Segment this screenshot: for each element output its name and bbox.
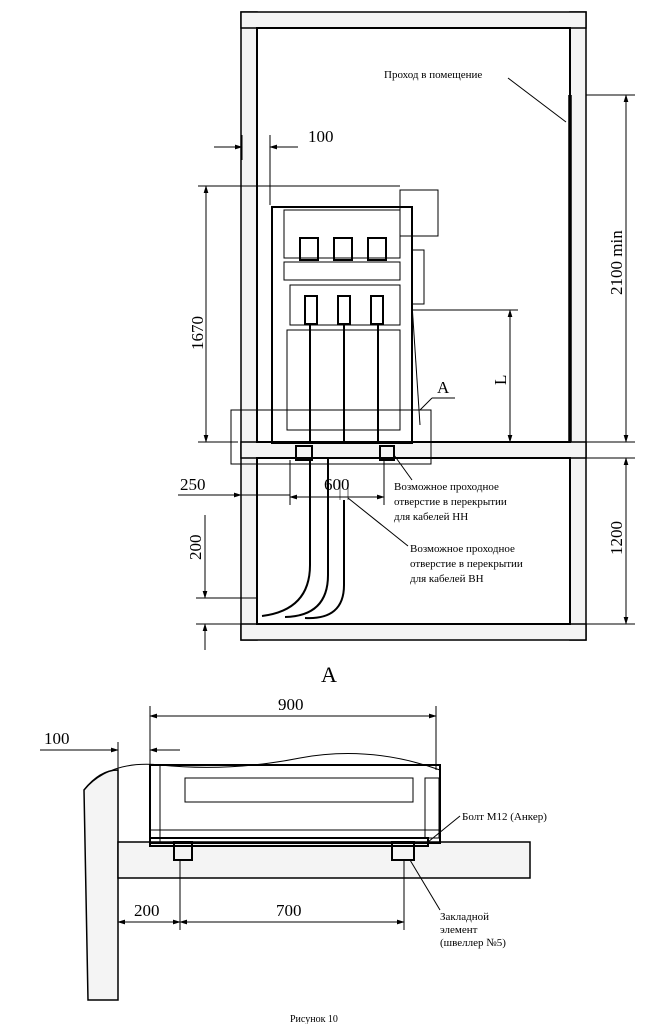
- figure-caption: Рисунок 10: [290, 1014, 338, 1024]
- hole-hv-label-1: Возможное проходное: [410, 543, 515, 555]
- section-marker: А: [437, 378, 450, 397]
- elevation-view: А Проход в помещение Возможное проходное…: [178, 11, 635, 650]
- insulator-group: [299, 237, 387, 325]
- dim-600: 600: [324, 475, 350, 494]
- switchgear-cabinet: [271, 189, 439, 444]
- dim-L: L: [491, 375, 510, 385]
- embed-label-2: элемент: [440, 924, 478, 936]
- ceiling-slab: [240, 11, 587, 29]
- bottom-slab: [240, 623, 587, 641]
- section-title: А: [321, 662, 337, 687]
- section-a-view: 900 100 200 700 Болт М12 (Анкер) Закладн…: [40, 695, 547, 1001]
- dim-200-bottom: 200: [134, 901, 160, 920]
- hole-lv-label-2: отверстие в перекрытии: [394, 496, 507, 508]
- hole-hv-label-3: для кабелей ВН: [410, 573, 484, 585]
- embed-label-1: Закладной: [440, 911, 489, 923]
- passage-label: Проход в помещение: [384, 69, 482, 81]
- dim-700: 700: [276, 901, 302, 920]
- right-wall: [569, 11, 587, 641]
- dim-100-top: 100: [308, 127, 334, 146]
- left-wall: [240, 11, 258, 641]
- hole-lv-label-3: для кабелей НН: [394, 511, 468, 523]
- dim-250: 250: [180, 475, 206, 494]
- dim-200-left: 200: [186, 535, 205, 561]
- hole-lv-label-1: Возможное проходное: [394, 481, 499, 493]
- dim-1200: 1200: [607, 521, 626, 555]
- cable-bends: [261, 458, 349, 620]
- embed-label-3: (швеллер №5): [440, 937, 506, 949]
- dim-2100: 2100 min: [607, 230, 626, 295]
- opening-lv: [379, 445, 395, 461]
- room-inner-upper: [256, 27, 571, 443]
- floor-slab: [240, 441, 587, 459]
- hole-hv-label-2: отверстие в перекрытии: [410, 558, 523, 570]
- dim-100-bottom: 100: [44, 729, 70, 748]
- room-inner-lower: [256, 457, 571, 625]
- section-a-box: [230, 409, 432, 465]
- bolt-label: Болт М12 (Анкер): [462, 811, 547, 823]
- dim-1670: 1670: [188, 316, 207, 350]
- opening-hv: [295, 445, 313, 461]
- dim-900: 900: [278, 695, 304, 714]
